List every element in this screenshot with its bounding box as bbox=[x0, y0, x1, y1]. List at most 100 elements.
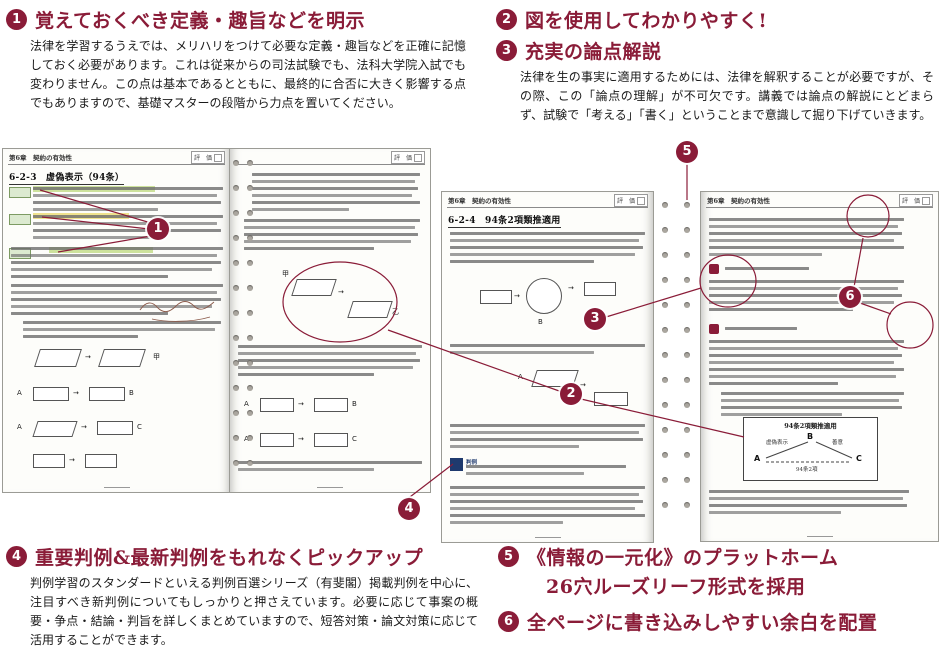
diagram-parcel bbox=[98, 349, 146, 367]
feature-5-title-line2: 26穴ルーズリーフ形式を採用 bbox=[546, 576, 806, 598]
ronten-heading bbox=[725, 327, 797, 334]
case-law-summary bbox=[466, 465, 626, 479]
binder-hole bbox=[233, 385, 239, 391]
binder-hole bbox=[247, 360, 253, 366]
feature-6-heading: 6 全ページに書き込みしやすい余白を配置 bbox=[498, 608, 934, 635]
binder-hole bbox=[233, 185, 239, 191]
feature-2-number-badge: 2 bbox=[496, 9, 517, 30]
chapter-header: 第6章 契約の有効性 bbox=[448, 197, 512, 205]
binder-hole bbox=[684, 227, 690, 233]
feature-1-block: 1 覚えておくべき定義・趣旨などを明示 法律を学習するうえでは、メリハリをつけて… bbox=[6, 6, 466, 113]
diagram-label: 乙 bbox=[392, 308, 399, 316]
arrow-icon: → bbox=[568, 284, 574, 292]
simulated-text-line bbox=[466, 472, 585, 475]
eval-box: 評 価 bbox=[390, 151, 425, 164]
diagram-edge-label: 善意 bbox=[832, 440, 844, 446]
simulated-text-line bbox=[252, 208, 350, 211]
body-text-block bbox=[23, 321, 221, 342]
binder-holes-column bbox=[233, 160, 239, 466]
simulated-text-line bbox=[238, 468, 375, 471]
section-title-a: 6-2-3 虚偽表示（94条） bbox=[9, 170, 125, 185]
simulated-text-line bbox=[709, 361, 895, 364]
binder-hole bbox=[684, 477, 690, 483]
binder-hole bbox=[662, 277, 668, 283]
simulated-text-line bbox=[450, 246, 644, 249]
simulated-text-line bbox=[450, 431, 640, 434]
simulated-text-line bbox=[721, 392, 904, 395]
body-text-block bbox=[709, 490, 909, 518]
diagram-node bbox=[85, 454, 117, 468]
simulated-text-line bbox=[450, 260, 595, 263]
feature-4-title: 重要判例&最新判例をもれなくピックアップ bbox=[35, 547, 424, 569]
feature-4-block: 4 重要判例&最新判例をもれなくピックアップ 判例学習のスタンダードといえる判例… bbox=[6, 543, 478, 649]
simulated-text-line bbox=[709, 301, 895, 304]
ronten-icon bbox=[709, 264, 719, 274]
binder-hole bbox=[233, 360, 239, 366]
ronten-heading bbox=[725, 267, 809, 274]
simulated-text-line bbox=[450, 438, 644, 441]
body-text-block bbox=[238, 345, 422, 380]
simulated-text-line bbox=[450, 445, 579, 448]
binder-hole bbox=[662, 377, 668, 383]
simulated-text-line bbox=[709, 347, 899, 350]
simulated-text-line bbox=[238, 352, 417, 355]
body-text-block bbox=[252, 173, 420, 215]
simulated-text-line bbox=[450, 486, 645, 489]
binder-hole bbox=[684, 377, 690, 383]
simulated-text-line bbox=[23, 335, 138, 338]
binder-hole bbox=[233, 410, 239, 416]
feature-3-heading: 3 充実の論点解説 bbox=[496, 37, 934, 64]
binder-hole bbox=[233, 335, 239, 341]
body-text-block bbox=[11, 284, 223, 319]
diagram-label: A bbox=[244, 400, 249, 408]
diagram-parcel bbox=[291, 279, 337, 296]
binder-hole bbox=[233, 210, 239, 216]
law-diagram-lines bbox=[765, 441, 853, 463]
diagram-node bbox=[594, 392, 628, 406]
callout-badge-1: 1 bbox=[147, 218, 169, 240]
simulated-text-line bbox=[450, 493, 640, 496]
diagram-parcel bbox=[32, 421, 78, 437]
diagram-label: 甲 bbox=[153, 353, 160, 361]
simulated-text-line bbox=[709, 294, 903, 297]
chapter-header: 第6章 契約の有効性 bbox=[707, 197, 771, 205]
eval-checkbox bbox=[922, 196, 930, 205]
feature-3-number-badge: 3 bbox=[496, 40, 517, 61]
simulated-text-line bbox=[709, 497, 903, 500]
binder-hole bbox=[684, 502, 690, 508]
feature-1-body: 法律を学習するうえでは、メリハリをつけて必要な定義・趣旨などを正確に記憶しておく… bbox=[30, 39, 466, 110]
simulated-text-line bbox=[450, 521, 564, 524]
simulated-text-line bbox=[252, 187, 419, 190]
law-diagram-body: A B C 虚偽表示 善意 94条2項 bbox=[744, 430, 877, 476]
binder-hole bbox=[684, 252, 690, 258]
binder-hole bbox=[662, 202, 668, 208]
binder-hole bbox=[662, 227, 668, 233]
simulated-text-line bbox=[33, 208, 159, 211]
diagram-label: C bbox=[352, 435, 357, 443]
arrow-icon: → bbox=[298, 435, 304, 443]
feature-1-title: 覚えておくべき定義・趣旨などを明示 bbox=[35, 10, 365, 32]
arrow-icon: → bbox=[338, 288, 344, 296]
simulated-text-line bbox=[709, 354, 903, 357]
simulated-text-line bbox=[709, 287, 899, 290]
simulated-text-line bbox=[244, 247, 375, 250]
simulated-text-line bbox=[33, 222, 218, 225]
simulated-text-line bbox=[721, 413, 842, 416]
simulated-text-line bbox=[709, 340, 904, 343]
feature-4-body: 判例学習のスタンダードといえる判例百選シリーズ（有斐閣）掲載判例を中心に、注目す… bbox=[30, 576, 478, 647]
feature-1-number-badge: 1 bbox=[6, 9, 27, 30]
binder-hole bbox=[247, 185, 253, 191]
callout-badge-2: 2 bbox=[560, 383, 582, 405]
binder-hole bbox=[247, 335, 253, 341]
simulated-text-line bbox=[23, 321, 221, 324]
simulated-text-line bbox=[33, 236, 159, 239]
diagram-node bbox=[33, 387, 69, 401]
body-text-block bbox=[238, 461, 422, 475]
margin-term-tag bbox=[9, 187, 31, 198]
body-text-block bbox=[244, 219, 420, 254]
simulated-text-line bbox=[709, 368, 904, 371]
simulated-text-line bbox=[450, 232, 645, 235]
diagram-label: B bbox=[538, 318, 543, 326]
binder-hole bbox=[247, 210, 253, 216]
feature-2-heading: 2 図を使用してわかりやすく! bbox=[496, 6, 934, 33]
